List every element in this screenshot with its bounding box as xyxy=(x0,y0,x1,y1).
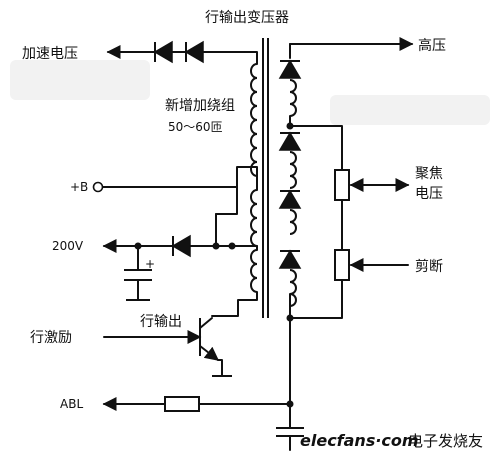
watermark: elecfans·com 电子发烧友 xyxy=(300,431,483,450)
screen-label: 剪断 xyxy=(415,259,443,275)
focus-screen-divider xyxy=(289,125,410,319)
focus-voltage-label-2: 电压 xyxy=(415,186,443,202)
diagram-title: 行输出变压器 xyxy=(205,10,289,26)
resistor-icon xyxy=(164,396,200,412)
diode-icon xyxy=(278,189,302,209)
primary-winding-coil xyxy=(250,189,258,293)
new-winding-turns-label: 50～60匝 xyxy=(168,120,223,134)
new-winding-label: 新增加绕组 xyxy=(165,98,235,114)
abl-branch xyxy=(102,396,294,412)
potentiometer-icon xyxy=(334,249,350,281)
diode-icon xyxy=(278,249,302,269)
collector-wire xyxy=(211,291,258,317)
new-winding-coil xyxy=(250,63,258,177)
watermark-site: elecfans·com xyxy=(300,431,419,450)
diode-icon xyxy=(153,40,173,64)
focus-voltage-label: 聚焦 xyxy=(415,166,443,182)
watermark-cn: 电子发烧友 xyxy=(408,432,483,450)
line-output-label: 行输出 xyxy=(140,314,182,330)
electrolytic-capacitor-icon xyxy=(124,245,152,301)
abl-label: ABL xyxy=(60,397,83,411)
diode-icon xyxy=(278,59,302,79)
transformer-core xyxy=(262,38,269,318)
potentiometer-icon xyxy=(334,169,350,201)
line-excitation-label: 行激励 xyxy=(30,329,72,346)
plus-b-branch xyxy=(92,166,258,193)
diode-icon xyxy=(278,131,302,151)
diode-icon xyxy=(184,40,204,64)
high-voltage-label: 高压 xyxy=(418,37,446,54)
npn-transistor-icon xyxy=(199,317,232,377)
accel-voltage-branch xyxy=(106,40,258,65)
v200-label: 200V xyxy=(52,239,84,253)
v200-branch xyxy=(102,186,258,301)
accel-voltage-label: 加速电压 xyxy=(22,46,78,62)
plus-b-label: +B xyxy=(70,180,88,194)
diode-icon xyxy=(171,234,191,258)
capacitor-polarity-label: + xyxy=(145,257,155,271)
secondary-stack xyxy=(276,43,304,451)
open-terminal-icon xyxy=(92,181,104,193)
background-artifacts xyxy=(10,60,490,125)
